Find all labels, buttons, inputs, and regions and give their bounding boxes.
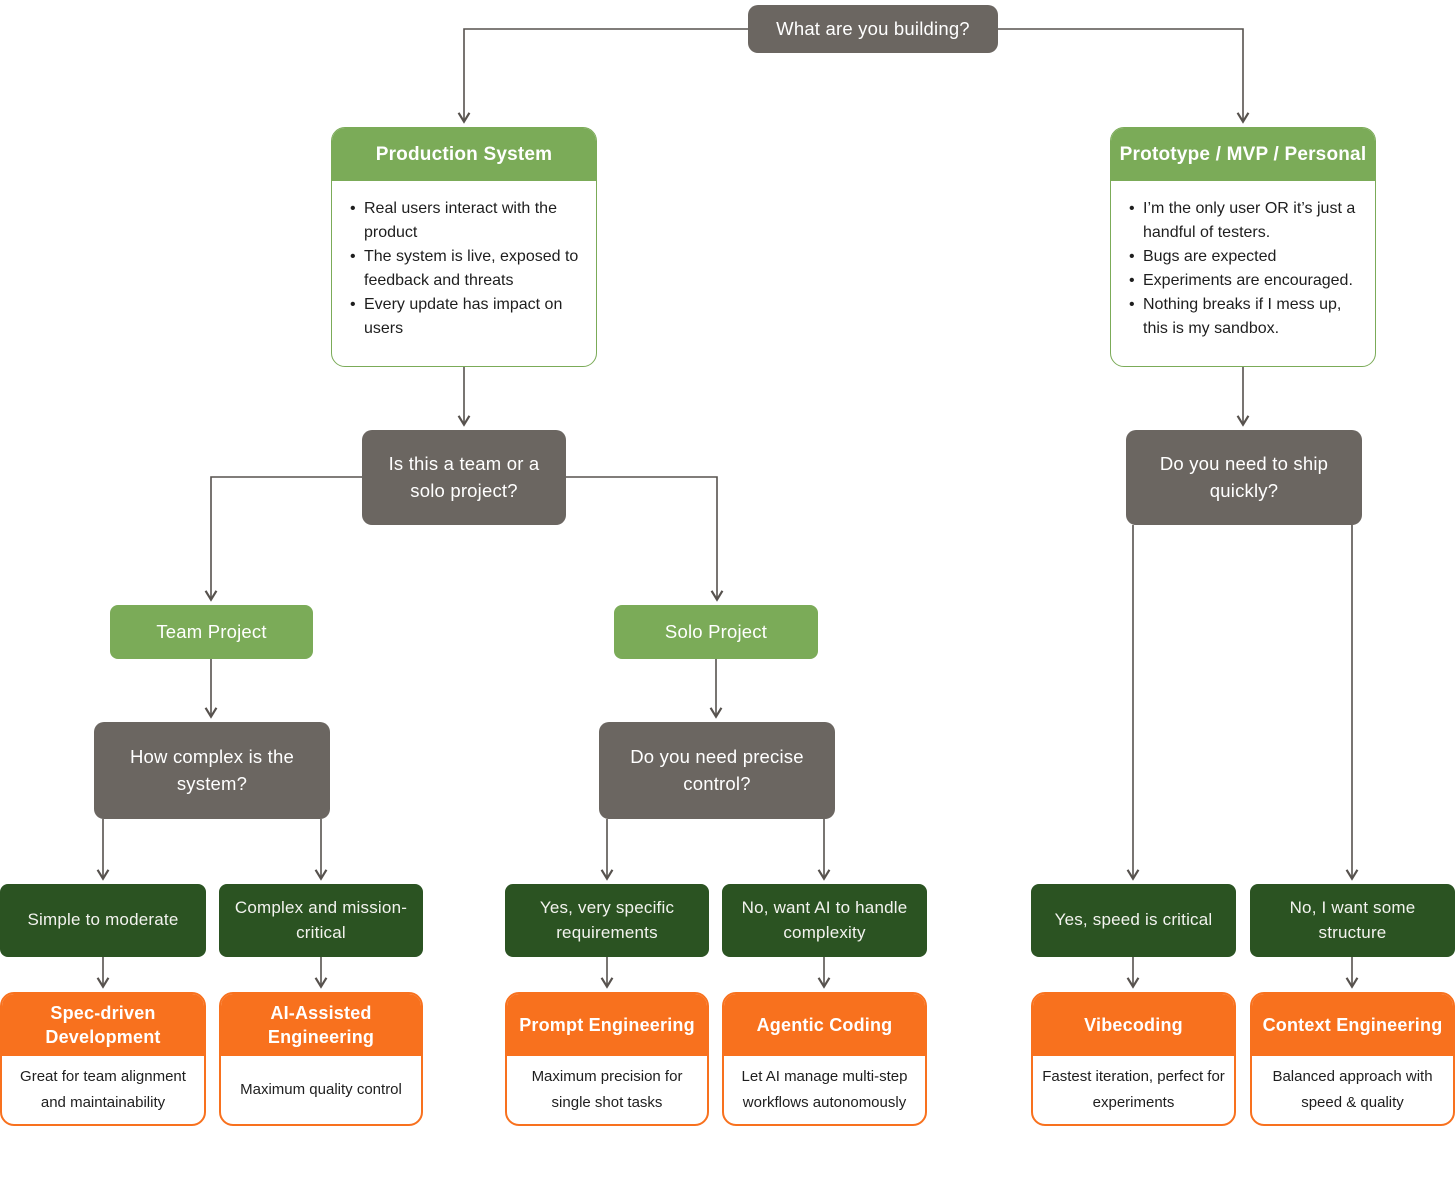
result-description: Balanced approach with speed & quality xyxy=(1272,1067,1433,1111)
result-description: Maximum quality control xyxy=(240,1080,402,1098)
result-title: Agentic Coding xyxy=(724,994,925,1056)
answer-simple-to-moderate: Simple to moderate xyxy=(0,884,206,957)
production-system-title: Production System xyxy=(332,128,596,181)
prototype-mvp-bullets: I’m the only user OR it’s just a handful… xyxy=(1111,181,1375,341)
result-context-engineering: Context Engineering Balanced approach wi… xyxy=(1250,992,1455,1126)
bullet-item: Every update has impact on users xyxy=(348,293,582,341)
result-title: Context Engineering xyxy=(1252,994,1453,1056)
bullet-item: Real users interact with the product xyxy=(348,197,582,245)
prototype-mvp-title: Prototype / MVP / Personal xyxy=(1111,128,1375,181)
result-spec-driven-development: Spec-driven Development Great for team a… xyxy=(0,992,206,1126)
option-solo-project: Solo Project xyxy=(614,605,818,659)
question-ship-quickly: Do you need to ship quickly? xyxy=(1126,430,1362,525)
question-team-or-solo: Is this a team or a solo project? xyxy=(362,430,566,525)
result-description: Great for team alignment and maintainabi… xyxy=(20,1067,186,1111)
root-question-node: What are you building? xyxy=(748,5,998,53)
bullet-item: Nothing breaks if I mess up, this is my … xyxy=(1127,293,1361,341)
result-title: Prompt Engineering xyxy=(507,994,707,1056)
bullet-item: I’m the only user OR it’s just a handful… xyxy=(1127,197,1361,245)
production-system-bullets: Real users interact with the product The… xyxy=(332,181,596,341)
result-description: Maximum precision for single shot tasks xyxy=(531,1067,683,1111)
result-description: Let AI manage multi-step workflows auton… xyxy=(741,1067,908,1111)
answer-no-want-structure: No, I want some structure xyxy=(1250,884,1455,957)
bullet-item: Bugs are expected xyxy=(1127,245,1361,269)
result-title: Vibecoding xyxy=(1033,994,1234,1056)
answer-yes-specific-requirements: Yes, very specific requirements xyxy=(505,884,709,957)
bullet-item: The system is live, exposed to feedback … xyxy=(348,245,582,293)
result-title: Spec-driven Development xyxy=(2,994,204,1056)
prototype-mvp-panel: Prototype / MVP / Personal I’m the only … xyxy=(1110,127,1376,367)
answer-no-ai-handle-complexity: No, want AI to handle complexity xyxy=(722,884,927,957)
result-ai-assisted-engineering: AI-Assisted Engineering Maximum quality … xyxy=(219,992,423,1126)
result-agentic-coding: Agentic Coding Let AI manage multi-step … xyxy=(722,992,927,1126)
result-description: Fastest iteration, perfect for experimen… xyxy=(1042,1067,1225,1111)
option-team-project: Team Project xyxy=(110,605,313,659)
answer-yes-speed-critical: Yes, speed is critical xyxy=(1031,884,1236,957)
answer-complex-mission-critical: Complex and mission-critical xyxy=(219,884,423,957)
bullet-item: Experiments are encouraged. xyxy=(1127,269,1361,293)
result-vibecoding: Vibecoding Fastest iteration, perfect fo… xyxy=(1031,992,1236,1126)
question-precise-control: Do you need precise control? xyxy=(599,722,835,819)
result-title: AI-Assisted Engineering xyxy=(221,994,421,1056)
result-prompt-engineering: Prompt Engineering Maximum precision for… xyxy=(505,992,709,1126)
question-how-complex: How complex is the system? xyxy=(94,722,330,819)
production-system-panel: Production System Real users interact wi… xyxy=(331,127,597,367)
